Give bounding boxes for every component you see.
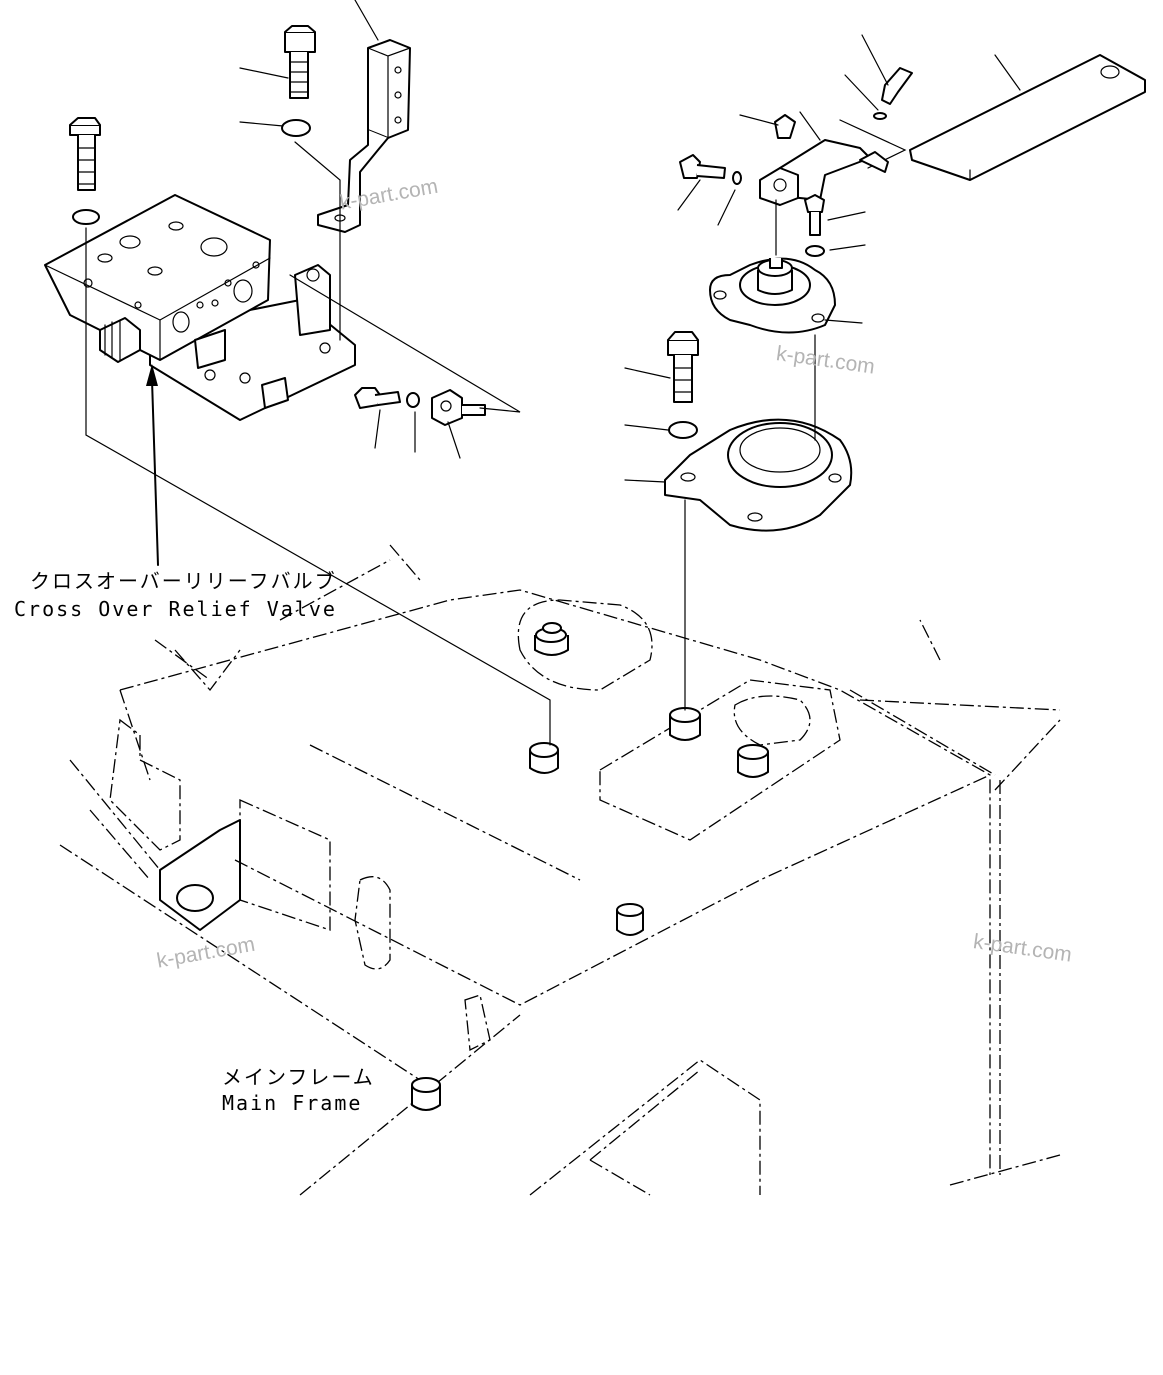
boss-2: [669, 707, 701, 741]
valve-label-en: Cross Over Relief Valve: [14, 597, 337, 621]
boss-5: [411, 1077, 441, 1111]
main-frame-outline: [59, 544, 1061, 1196]
boss-1: [529, 742, 559, 774]
boss-3: [737, 744, 769, 778]
leader-lines: [85, 0, 1021, 746]
boss-4: [616, 903, 644, 936]
frame-label-jp: メインフレーム: [222, 1065, 375, 1089]
bearing-housing: [664, 257, 853, 532]
right-lever: [679, 54, 1146, 257]
valve-label-jp: クロスオーバーリリーフバルブ: [30, 569, 337, 593]
relief-valve: [44, 117, 356, 421]
switch-assembly: [354, 387, 486, 426]
valve-arrow: [146, 364, 159, 566]
boss-group: [411, 622, 769, 1111]
frame-label-en: Main Frame: [222, 1091, 363, 1115]
lever-bracket: [281, 25, 411, 233]
boss-6: [534, 622, 569, 656]
